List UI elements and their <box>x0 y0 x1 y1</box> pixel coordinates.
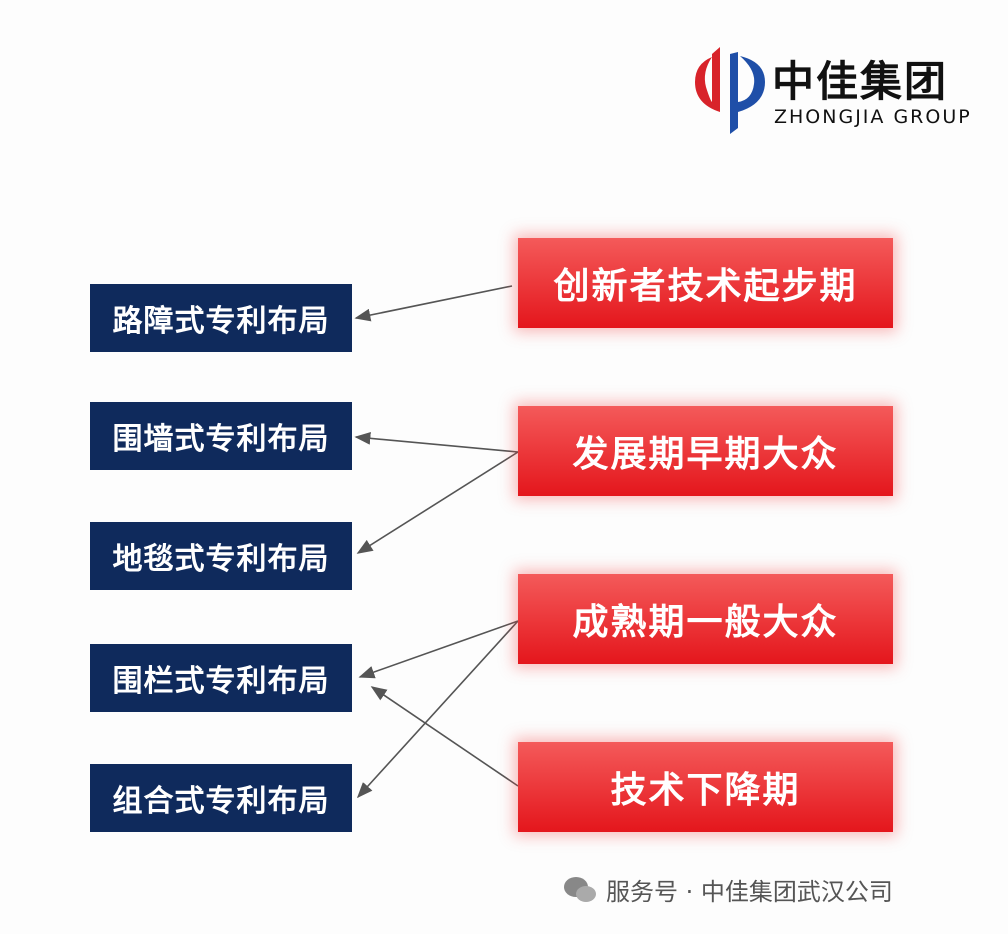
left-box-fence: 围栏式专利布局 <box>90 644 352 712</box>
left-box-carpet: 地毯式专利布局 <box>90 522 352 590</box>
wechat-icon <box>564 876 596 902</box>
right-box-decline: 技术下降期 <box>518 742 893 832</box>
right-box-mature: 成熟期一般大众 <box>518 574 893 664</box>
watermark: 服务号 · 中佳集团武汉公司 <box>562 872 893 907</box>
arrow <box>354 431 519 453</box>
logo-mark-icon <box>695 47 765 134</box>
watermark-text: 服务号 · 中佳集团武汉公司 <box>606 878 893 906</box>
arrow <box>358 620 519 679</box>
logo-name-cn: 中佳集团 <box>772 57 949 106</box>
right-box-innovator: 创新者技术起步期 <box>518 238 893 328</box>
arrow <box>356 451 519 554</box>
logo-name-en: ZHONGJIA GROUP <box>774 106 972 128</box>
zhongjia-logo: 中佳集团 ZHONGJIA GROUP <box>690 42 980 142</box>
left-box-wall: 围墙式专利布局 <box>90 402 352 470</box>
right-box-development: 发展期早期大众 <box>518 406 893 496</box>
arrow <box>370 686 519 787</box>
arrow <box>356 620 519 799</box>
arrow <box>354 285 513 322</box>
left-box-combined: 组合式专利布局 <box>90 764 352 832</box>
left-box-roadblock: 路障式专利布局 <box>90 284 352 352</box>
